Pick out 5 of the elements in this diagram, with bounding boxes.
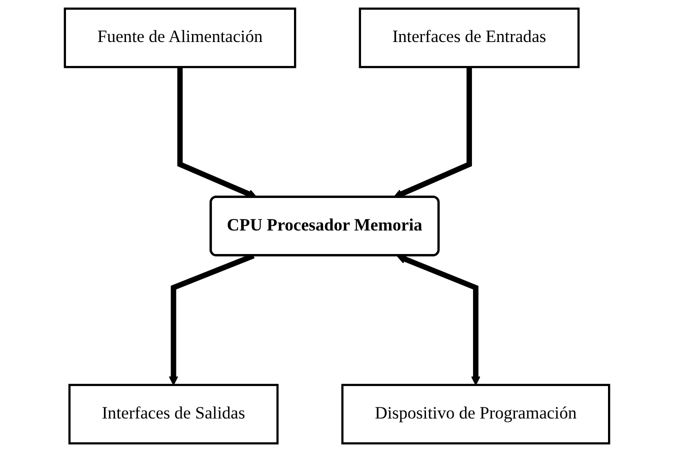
node-box: Dispositivo de Programación (341, 384, 610, 444)
node-box: Interfaces de Salidas (68, 384, 279, 444)
node-box: Fuente de Alimentación (64, 8, 296, 68)
arrow (396, 254, 480, 386)
node-box: Interfaces de Entradas (358, 8, 580, 68)
